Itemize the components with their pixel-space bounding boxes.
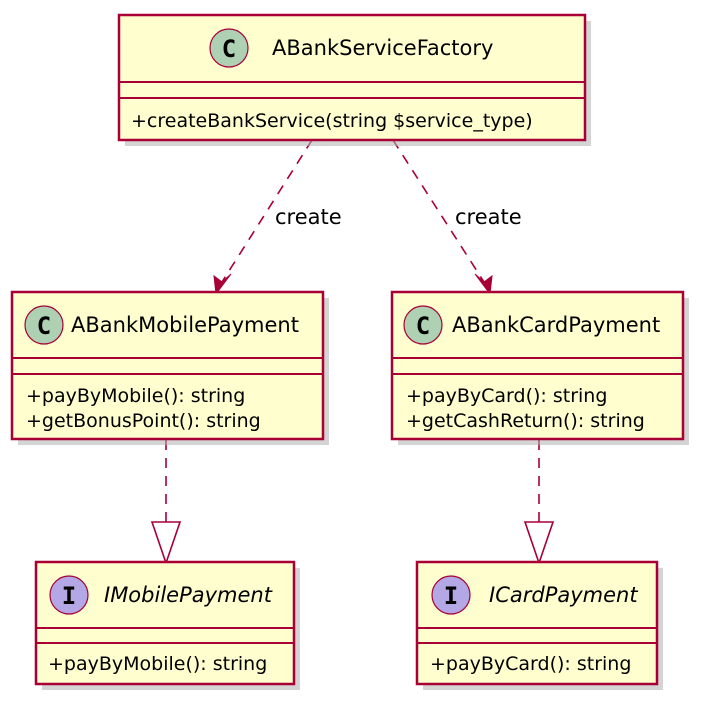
method-pay-by-card: +payByCard(): string — [406, 385, 607, 407]
realization-arrowhead — [150, 521, 182, 566]
interface-stereotype-icon — [431, 575, 471, 615]
realization-edge-card — [523, 440, 555, 566]
dependency-edge-create-mobile: create — [213, 139, 342, 296]
method-pay-by-mobile: +payByMobile(): string — [48, 653, 267, 675]
realization-arrowhead — [523, 521, 555, 566]
stereotype-letter: C — [416, 312, 430, 340]
interface-icardpayment[interactable]: I ICardPayment +payByCard(): string — [415, 560, 663, 690]
class-stereotype-icon — [24, 305, 64, 345]
stereotype-letter: I — [444, 582, 458, 610]
class-name: ABankMobilePayment — [71, 313, 299, 337]
realization-edge-mobile — [150, 440, 182, 566]
interface-name: ICardPayment — [489, 583, 638, 607]
dependency-edge-create-card: create — [392, 139, 522, 296]
method-pay-by-card: +payByCard(): string — [430, 653, 631, 675]
method-get-cash-return: +getCashReturn(): string — [406, 410, 645, 432]
method-create-bank-service: +createBankService(string $service_type) — [131, 110, 533, 132]
edge-label-create: create — [275, 205, 342, 229]
class-name: ABankServiceFactory — [272, 36, 493, 60]
edge-label-create: create — [455, 205, 522, 229]
class-stereotype-icon — [403, 305, 443, 345]
interface-imobilepayment[interactable]: I IMobilePayment +payByMobile(): string — [34, 560, 300, 690]
dependency-arrowhead — [213, 273, 232, 296]
method-get-bonus-point: +getBonusPoint(): string — [26, 410, 261, 432]
class-stereotype-icon — [209, 28, 249, 68]
method-pay-by-mobile: +payByMobile(): string — [26, 385, 245, 407]
interface-stereotype-icon — [49, 575, 89, 615]
class-name: ABankCardPayment — [452, 313, 660, 337]
class-abankcardpayment[interactable]: C ABankCardPayment +payByCard(): string … — [390, 290, 689, 445]
dependency-arrowhead — [474, 273, 493, 296]
interface-name: IMobilePayment — [104, 583, 273, 607]
stereotype-letter: I — [62, 582, 76, 610]
stereotype-letter: C — [37, 312, 51, 340]
class-abankmobilepayment[interactable]: C ABankMobilePayment +payByMobile(): str… — [10, 290, 329, 445]
stereotype-letter: C — [222, 35, 236, 63]
class-abankservicefactory[interactable]: C ABankServiceFactory +createBankService… — [117, 13, 591, 146]
